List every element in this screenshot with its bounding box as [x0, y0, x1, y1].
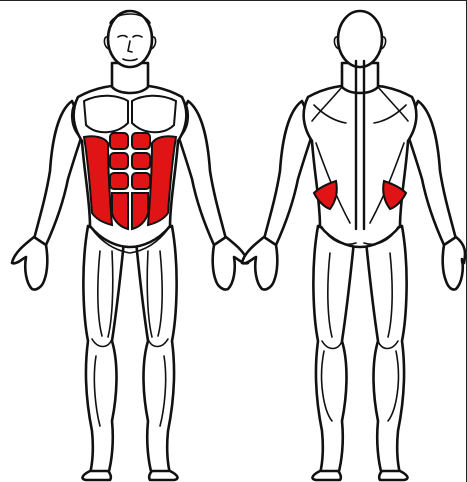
front-right-leg	[136, 226, 177, 475]
front-left-leg	[83, 226, 124, 475]
back-figure	[242, 11, 465, 480]
back-left-leg	[313, 226, 354, 475]
front-figure	[12, 11, 248, 480]
front-left-hand	[12, 237, 47, 290]
back-torso	[304, 85, 417, 247]
back-right-leg	[366, 226, 407, 475]
front-head	[108, 11, 152, 67]
back-head	[338, 11, 382, 67]
